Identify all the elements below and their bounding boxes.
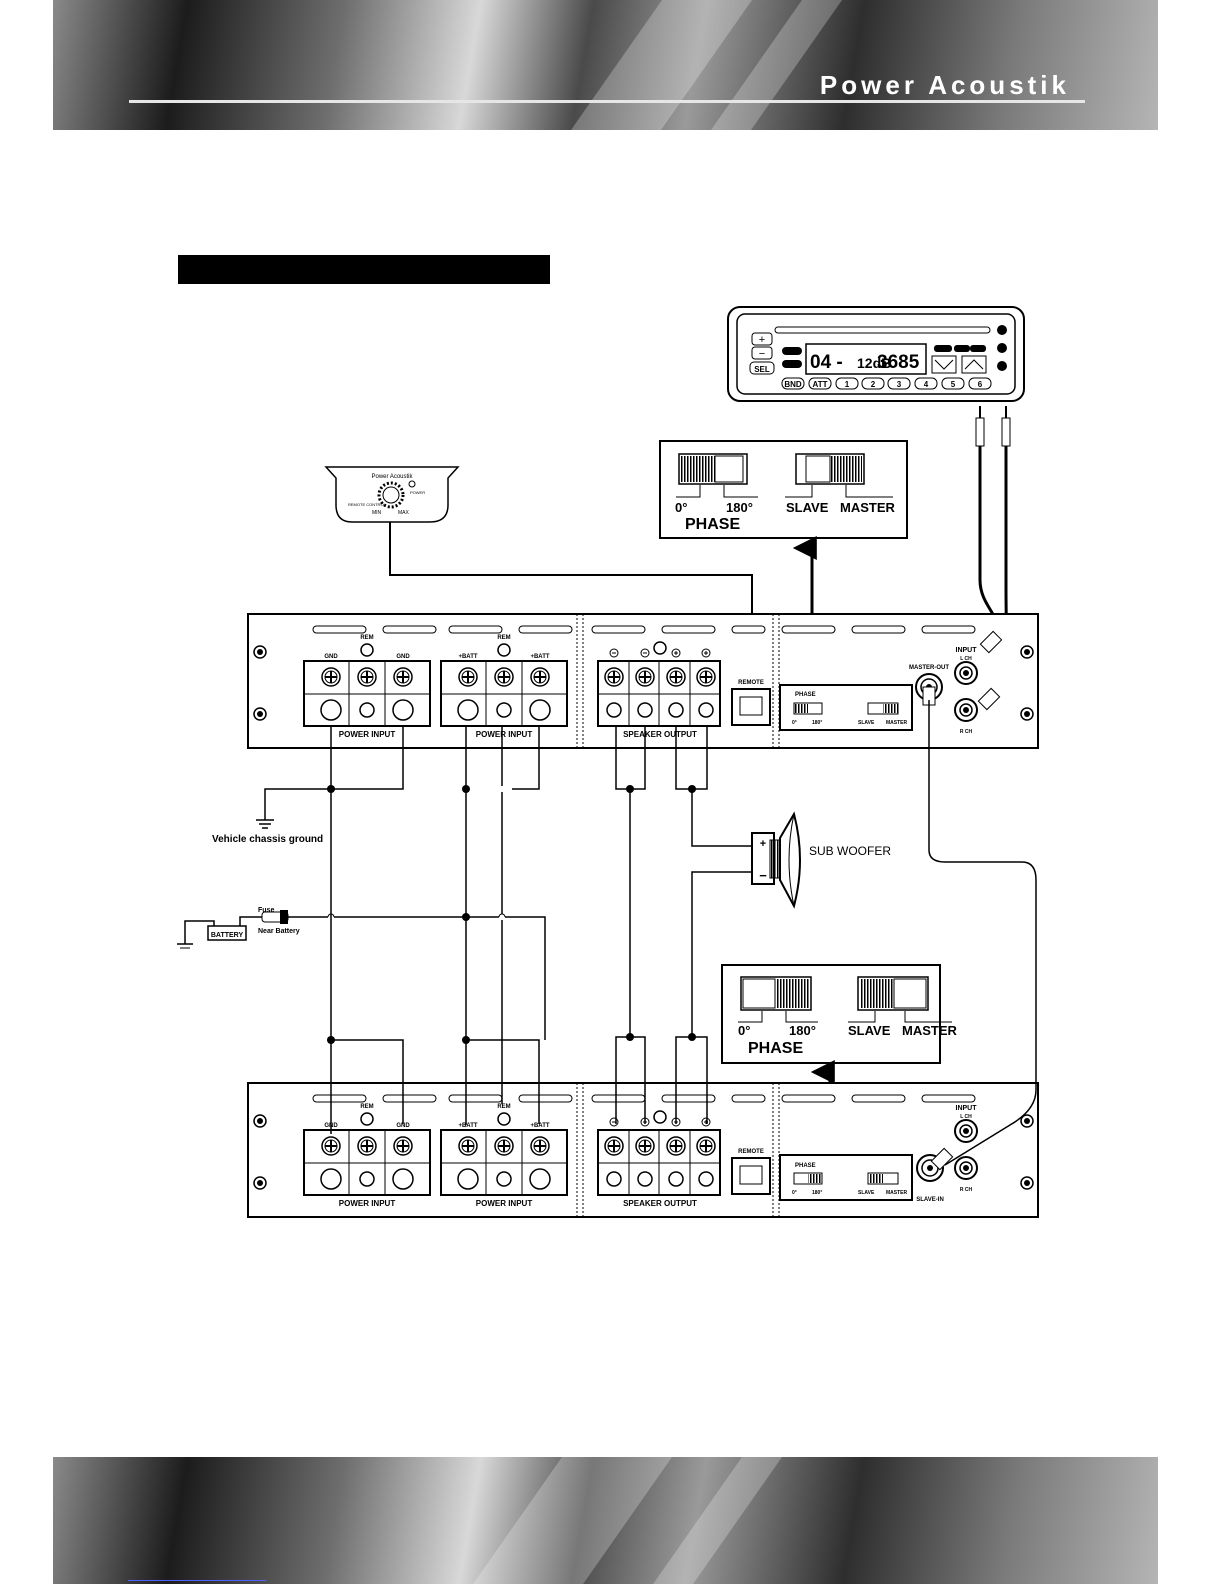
- amp-input-label: INPUT: [956, 647, 978, 654]
- ground-label: Vehicle chassis ground: [212, 834, 323, 845]
- hu-display-left: 04 -: [810, 352, 843, 373]
- amp-lch-label: L CH: [960, 1114, 972, 1120]
- hu-button-5: 4: [924, 380, 929, 389]
- hu-button-1: ATT: [813, 380, 828, 389]
- svg-text:−: −: [759, 868, 767, 883]
- subwoofer-label: SUB WOOFER: [809, 844, 891, 858]
- amp-terminal-label: GND: [324, 654, 338, 660]
- head-unit: + − SEL 04 - 12dB 3685 BND ATT 1 2 3 4 5 6: [727, 306, 1025, 402]
- amp-input-label: INPUT: [956, 1105, 978, 1112]
- hu-button-7: 6: [978, 380, 983, 389]
- amp-deg180-label: 180°: [812, 720, 822, 726]
- top-phase-label: PHASE: [685, 516, 740, 533]
- bottom-master-label: MASTER: [902, 1023, 958, 1038]
- hu-sel: SEL: [754, 365, 770, 374]
- amp-rch-label: R CH: [960, 729, 973, 735]
- fuse-label: Fuse: [258, 907, 274, 914]
- amp-speaker-output-label: SPEAKER OUTPUT: [623, 1199, 697, 1208]
- amp-phase-label: PHASE: [795, 692, 816, 698]
- amp-speaker-output-label: SPEAKER OUTPUT: [623, 730, 697, 739]
- wire-crossovers: [327, 913, 506, 918]
- amp-slave-label: SLAVE: [858, 1190, 875, 1196]
- bottom-phase-0: 0°: [738, 1023, 750, 1038]
- top-phase-180: 180°: [726, 500, 753, 515]
- svg-text:+: +: [760, 838, 766, 850]
- amp-phase-label: PHASE: [795, 1163, 816, 1169]
- top-master-label: MASTER: [840, 500, 896, 515]
- remote-min-label: MIN: [372, 510, 382, 516]
- chassis-ground-symbol: [256, 819, 274, 829]
- amp-terminal-label: +BATT: [458, 654, 477, 660]
- amp-deg0-label: 0°: [792, 720, 797, 726]
- hu-button-6: 5: [951, 380, 956, 389]
- bottom-phase-180: 180°: [789, 1023, 816, 1038]
- battery-label: BATTERY: [211, 932, 244, 939]
- amp-rem-label: REM: [497, 1104, 510, 1110]
- footer-band: [53, 1457, 1158, 1584]
- hu-button-0: BND: [784, 380, 802, 389]
- amp-rem-label: REM: [360, 1104, 373, 1110]
- hu-button-2: 1: [845, 380, 850, 389]
- amp-lch-label: L CH: [960, 656, 972, 662]
- header-rule: [129, 100, 1085, 103]
- amp-remote-label: REMOTE: [738, 1149, 764, 1155]
- amp-master-label: MASTER: [886, 720, 908, 726]
- amp-terminal-label: GND: [396, 1123, 410, 1129]
- header-band: Power Acoustik: [53, 0, 1158, 130]
- section-title-bar: [178, 255, 550, 284]
- hu-minus: −: [759, 348, 765, 360]
- remote-power-label: POWER: [410, 490, 425, 495]
- amp-deg0-label: 0°: [792, 1190, 797, 1196]
- hu-display-right: 3685: [877, 352, 920, 373]
- battery-symbol: BATTERY: [177, 910, 289, 949]
- amp-power-input-label: POWER INPUT: [339, 730, 396, 739]
- hu-display-level: 12dB: [857, 355, 891, 371]
- bottom-phase-label: PHASE: [748, 1040, 803, 1057]
- brand-logo: Power Acoustik: [819, 70, 1070, 100]
- switch-panel-top: 0° 180° PHASE SLAVE MASTER: [659, 440, 908, 539]
- amp-power-input-label: POWER INPUT: [476, 730, 533, 739]
- amp-slave-label: SLAVE: [858, 720, 875, 726]
- subwoofer: + −: [751, 811, 801, 909]
- amp-slave-in-label: SLAVE-IN: [916, 1197, 944, 1203]
- amp-terminal-label: +BATT: [530, 654, 549, 660]
- switch-panel-bottom: 0° 180° PHASE SLAVE MASTER: [721, 964, 958, 1064]
- amp-terminal-label: +BATT: [530, 1123, 549, 1129]
- hu-button-4: 3: [897, 380, 902, 389]
- rca-plugs: [975, 406, 1011, 447]
- amp-rem-label: REM: [497, 635, 510, 641]
- amp-rem-label: REM: [360, 635, 373, 641]
- near-battery-label: Near Battery: [258, 928, 300, 935]
- amp-terminal-label: +BATT: [458, 1123, 477, 1129]
- amp-power-input-label: POWER INPUT: [476, 1199, 533, 1208]
- amp-rch-label: R CH: [960, 1187, 973, 1193]
- amp-power-input-label: POWER INPUT: [339, 1199, 396, 1208]
- remote-control-knob: Power Acoustik POWER REMOTE CONTROL MIN …: [324, 466, 460, 523]
- bottom-slave-label: SLAVE: [848, 1023, 891, 1038]
- remote-max-label: MAX: [398, 510, 410, 516]
- amp-terminal-label: GND: [396, 654, 410, 660]
- top-slave-label: SLAVE: [786, 500, 829, 515]
- footer-link-underline: [128, 1580, 266, 1581]
- amp-deg180-label: 180°: [812, 1190, 822, 1196]
- junction-dots: [327, 785, 696, 1044]
- amp-master-out-label: MASTER-OUT: [909, 665, 949, 671]
- remote-label: REMOTE CONTROL: [348, 502, 387, 507]
- amp-master-label: MASTER: [886, 1190, 908, 1196]
- top-phase-0: 0°: [675, 500, 687, 515]
- amp-remote-label: REMOTE: [738, 680, 764, 686]
- remote-brand: Power Acoustik: [371, 474, 413, 480]
- amplifier-master: REM GND GND POWER INPUT REM +BATT +BATT POWER I…: [247, 613, 1039, 749]
- hu-button-3: 2: [871, 380, 876, 389]
- hu-plus: +: [759, 334, 765, 346]
